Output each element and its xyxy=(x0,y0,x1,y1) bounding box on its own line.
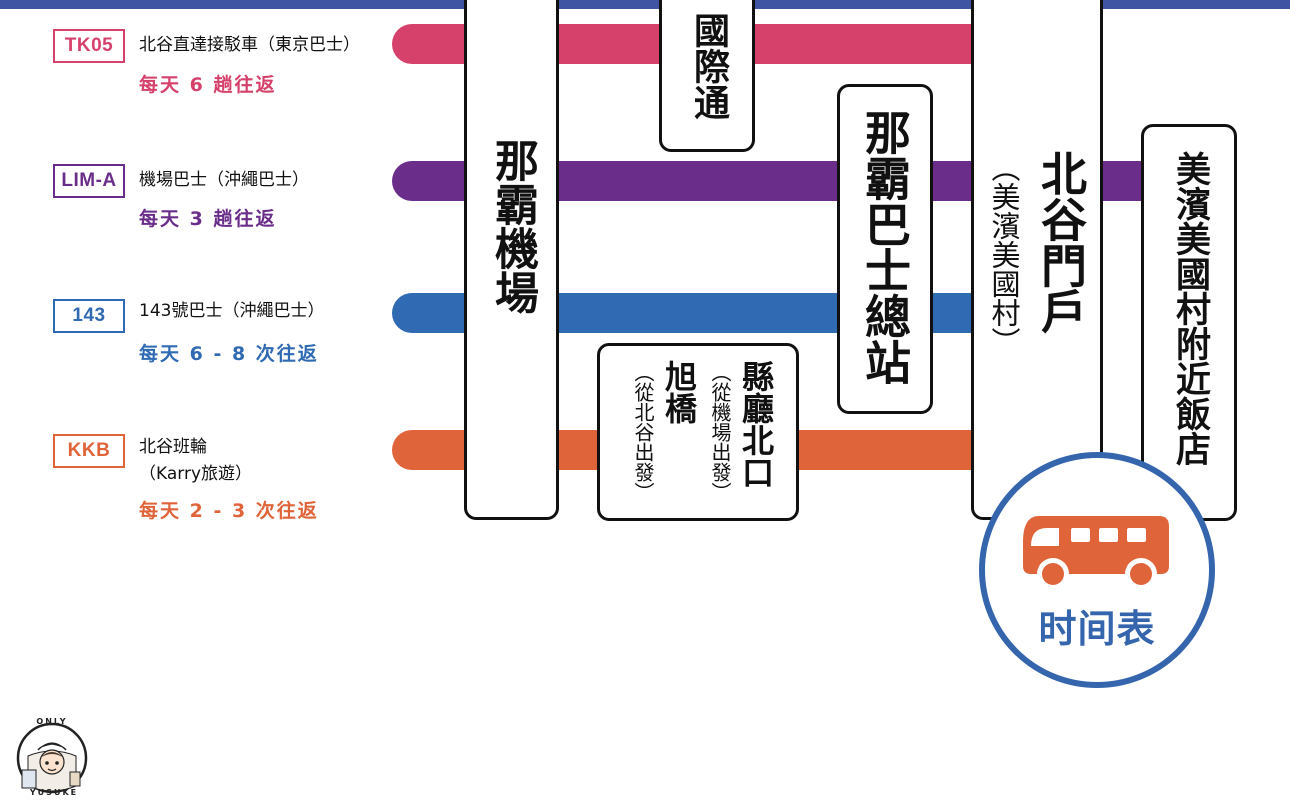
route-name-kkb-line1: 北谷班輪 xyxy=(139,437,207,457)
route-frequency-lim-a: 每天 3 趟往返 xyxy=(139,208,277,230)
station-asahibashi-label: 旭橋 xyxy=(660,360,698,424)
station-chatan-gate[interactable]: 北谷門戶 （美濱美國村） xyxy=(971,0,1103,520)
station-mihama-hotels-label: 美濱美國村附近飯店 xyxy=(1170,151,1210,466)
station-naha-bus-terminal[interactable]: 那霸巴士總站 xyxy=(837,84,933,414)
station-naha-airport-label: 那霸機場 xyxy=(487,138,538,314)
station-kencho-kitaguchi-label: 縣廳北口 xyxy=(737,360,775,488)
station-naha-bus-terminal-label: 那霸巴士總站 xyxy=(858,109,912,385)
route-name-kkb-line2: （Karry旅遊） xyxy=(139,464,253,484)
logo-bottom-text: YUSUKE xyxy=(29,788,78,796)
route-name-tk05: 北谷直達接駁車（東京巴士） xyxy=(139,35,360,55)
top-bar xyxy=(0,0,1290,9)
station-naha-airport[interactable]: 那霸機場 xyxy=(464,0,559,520)
route-code-kkb: KKB xyxy=(53,434,125,468)
route-frequency-143: 每天 6 - 8 次往返 xyxy=(139,343,319,365)
route-name-lim-a: 機場巴士（沖繩巴士） xyxy=(139,170,309,190)
route-frequency-kkb: 每天 2 - 3 次往返 xyxy=(139,500,319,522)
station-asahibashi-note: （從北谷出發） xyxy=(631,362,655,502)
route-name-143: 143號巴士（沖繩巴士） xyxy=(139,301,325,321)
station-kencho-kitaguchi-note: （從機場出發） xyxy=(708,362,732,502)
station-kokusai-dori-label: 國際通 xyxy=(688,12,729,120)
station-chatan-gate-label: 北谷門戶 xyxy=(1034,150,1088,334)
timetable-label: 时间表 xyxy=(1038,607,1156,651)
route-code-143: 143 xyxy=(53,299,125,333)
station-kokusai-dori[interactable]: 國際通 xyxy=(659,0,755,152)
station-chatan-gate-note: （美濱美國村） xyxy=(987,153,1021,356)
route-code-lim-a: LIM-A xyxy=(53,164,125,198)
station-mihama-hotels[interactable]: 美濱美國村附近飯店 xyxy=(1141,124,1237,521)
logo-top-text: ONLY xyxy=(36,717,67,726)
bus-icon xyxy=(1023,516,1169,590)
route-code-tk05: TK05 xyxy=(53,29,125,63)
timetable-button[interactable]: 时间表 xyxy=(979,452,1215,688)
station-kencho-asahibashi[interactable]: 縣廳北口 （從機場出發） 旭橋 （從北谷出發） xyxy=(597,343,799,521)
route-frequency-tk05: 每天 6 趟往返 xyxy=(139,74,277,96)
only-yusuke-logo: ONLY YUSUKE xyxy=(16,717,88,796)
